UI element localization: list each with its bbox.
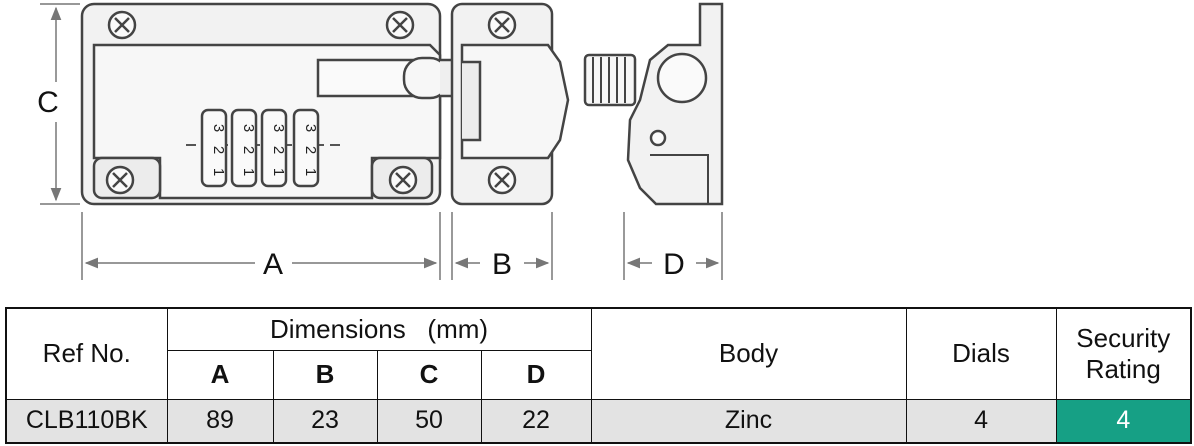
dim-c-header: C — [376, 350, 482, 400]
dimension-line-d — [623, 212, 723, 280]
screw-icon — [107, 10, 137, 40]
lock-side-view — [583, 2, 724, 206]
screw-icon — [487, 165, 517, 195]
dimension-label-c: C — [37, 86, 59, 119]
svg-text:3: 3 — [240, 124, 257, 132]
ref-no-cell: CLB110BK — [5, 398, 168, 444]
ref-no-header: Ref No. — [5, 307, 168, 400]
combination-dial: 3 2 1 — [200, 108, 228, 188]
combination-dial: 3 2 1 — [230, 108, 258, 188]
security-rating-cell: 4 — [1055, 398, 1192, 444]
dials-header: Dials — [905, 307, 1057, 400]
security-rating-header-line2: Rating — [1085, 353, 1161, 384]
svg-text:2: 2 — [302, 146, 319, 154]
dim-d-header: D — [480, 350, 592, 400]
svg-text:1: 1 — [210, 168, 227, 176]
dimension-label-d: D — [663, 248, 685, 281]
svg-text:3: 3 — [210, 124, 227, 132]
dimension-label-b: B — [492, 248, 512, 281]
screw-icon — [388, 165, 418, 195]
dimension-label-a: A — [263, 248, 283, 281]
svg-text:1: 1 — [302, 168, 319, 176]
screw-icon — [487, 10, 517, 40]
security-rating-header-line1: Security — [1076, 322, 1171, 353]
body-header: Body — [590, 307, 907, 400]
dimensions-header: Dimensions (mm) — [166, 307, 592, 352]
dimension-line-c — [40, 3, 80, 205]
dimension-line-a — [81, 212, 441, 280]
svg-text:1: 1 — [240, 168, 257, 176]
dials-cell: 4 — [905, 398, 1057, 444]
keeper-plate — [450, 2, 570, 206]
svg-text:1: 1 — [270, 168, 287, 176]
lock-technical-drawing: 3 2 1 3 2 1 3 2 1 3 2 1 — [37, 2, 724, 281]
dim-a-header: A — [166, 350, 274, 400]
svg-text:3: 3 — [270, 124, 287, 132]
specification-table: Ref No. Dimensions (mm) Body Dials Secur… — [5, 307, 1193, 444]
dim-c-cell: 50 — [376, 398, 482, 444]
combination-dial: 3 2 1 — [292, 108, 320, 188]
combination-dial: 3 2 1 — [260, 108, 288, 188]
dim-b-header: B — [272, 350, 378, 400]
svg-text:2: 2 — [270, 146, 287, 154]
dim-d-cell: 22 — [480, 398, 592, 444]
dim-a-cell: 89 — [166, 398, 274, 444]
svg-text:2: 2 — [210, 146, 227, 154]
svg-text:3: 3 — [302, 124, 319, 132]
dimension-line-b — [451, 212, 553, 280]
security-rating-header: Security Rating — [1055, 307, 1192, 400]
table-row: CLB110BK 89 23 50 22 Zinc 4 4 — [5, 398, 1192, 444]
screw-icon — [385, 10, 415, 40]
dim-b-cell: 23 — [272, 398, 378, 444]
body-cell: Zinc — [590, 398, 907, 444]
svg-text:2: 2 — [240, 146, 257, 154]
screw-icon — [105, 165, 135, 195]
